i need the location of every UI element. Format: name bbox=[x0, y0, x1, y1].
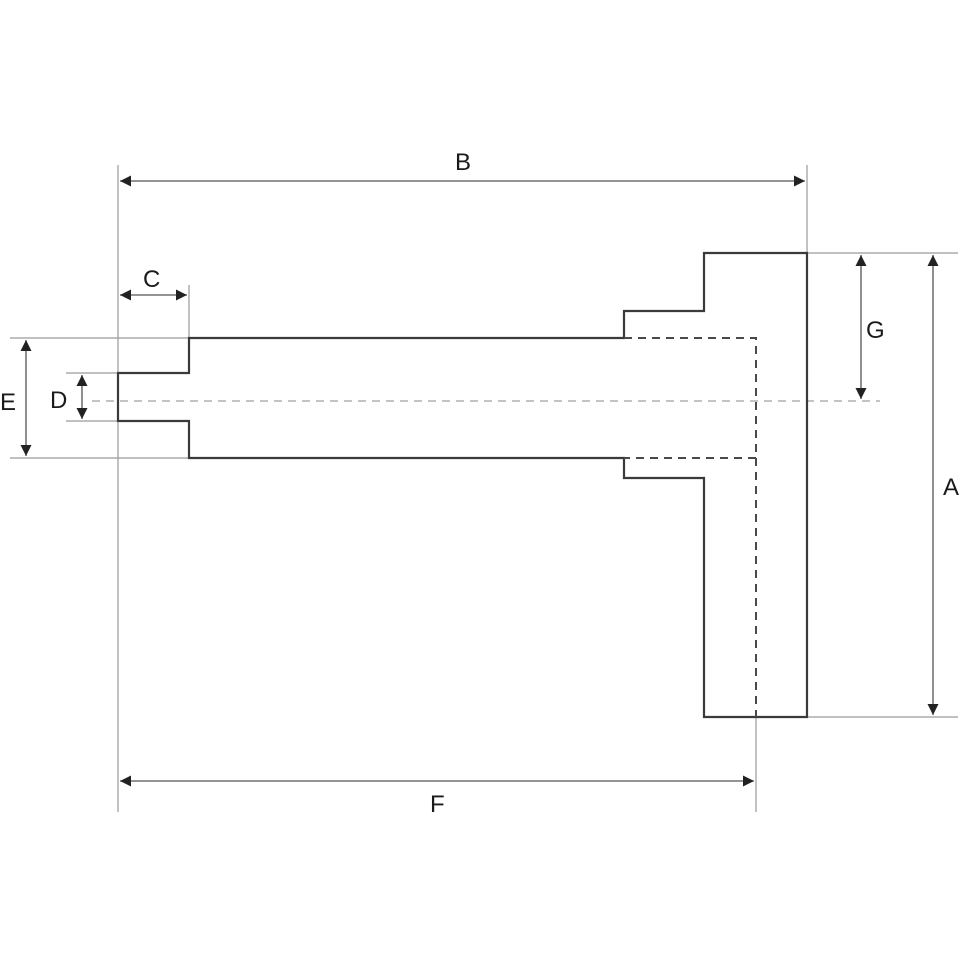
label-f: F bbox=[430, 791, 445, 818]
label-a: A bbox=[943, 474, 959, 501]
hidden-bore-outline bbox=[624, 337, 757, 459]
label-c: C bbox=[143, 266, 160, 293]
extension-lines bbox=[10, 165, 958, 812]
dimension-lines bbox=[20, 175, 939, 787]
label-e: E bbox=[0, 389, 16, 416]
part-outline bbox=[116, 251, 809, 719]
label-d: D bbox=[50, 387, 67, 414]
dimension-labels: A B C D E F G bbox=[0, 149, 959, 818]
label-b: B bbox=[455, 149, 471, 176]
label-g: G bbox=[866, 317, 885, 344]
